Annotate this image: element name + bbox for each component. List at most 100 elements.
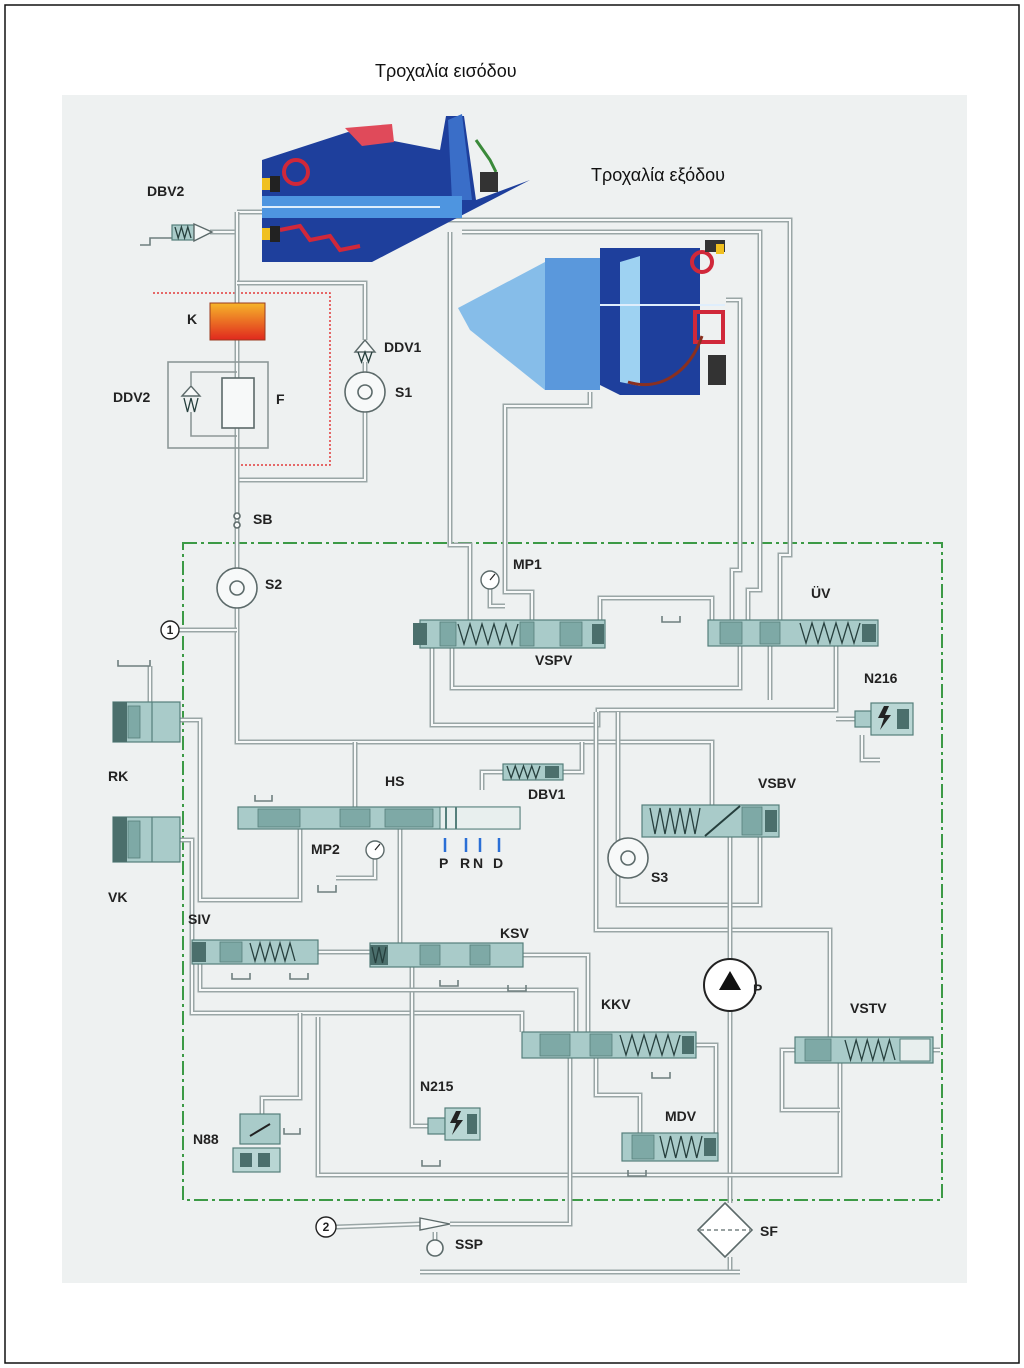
hydraulic-line <box>617 712 761 906</box>
pump-triangle-icon <box>719 971 741 990</box>
hydraulic-line <box>317 1017 841 1176</box>
hydraulic-line <box>336 859 376 879</box>
hydraulic-line <box>180 839 523 1032</box>
mp2-gauge <box>317 840 385 893</box>
n88-solenoid-valve <box>232 1113 301 1173</box>
marker-2-text: 2 <box>323 1220 330 1234</box>
label-f: F <box>276 391 285 407</box>
hydraulic-line <box>180 719 301 901</box>
label-dbv2: DBV2 <box>147 183 185 199</box>
spring <box>619 1032 681 1058</box>
hydraulic-line <box>489 589 505 607</box>
output-pulley-title: Τροχαλία εξόδου <box>591 165 725 185</box>
filter-f <box>221 377 255 429</box>
label-s3: S3 <box>651 869 668 885</box>
control-unit-boundary <box>182 542 943 1201</box>
input-pulley-title: Τροχαλία εισόδου <box>375 61 517 81</box>
mp1-gauge <box>480 570 500 590</box>
output-pulley <box>458 240 726 395</box>
label-n216: N216 <box>864 670 898 686</box>
spring <box>357 350 373 364</box>
vk-clutch <box>112 816 181 863</box>
kkv-valve <box>521 1031 697 1079</box>
vspv-valve <box>413 619 606 649</box>
label-ddv2: DDV2 <box>113 389 151 405</box>
selector-r: R <box>460 855 470 871</box>
rk-clutch <box>112 660 181 743</box>
hydraulic-line <box>446 219 791 620</box>
s2-strainer <box>216 567 258 609</box>
ksv-valve <box>369 942 527 992</box>
label-hs: HS <box>385 773 404 789</box>
connection-marker-2: 2 <box>315 1216 337 1238</box>
hydraulic-line <box>261 1013 301 1114</box>
pump-p <box>703 958 757 1012</box>
hydraulic-line <box>236 608 713 805</box>
spring <box>249 940 296 964</box>
selector-d: D <box>493 855 503 871</box>
label-ddv1: DDV1 <box>384 339 422 355</box>
spring <box>183 397 199 413</box>
hydraulic-lines <box>147 209 940 1275</box>
s3-strainer <box>607 837 649 879</box>
hydraulic-line <box>237 412 366 481</box>
spring <box>174 224 192 241</box>
lightning-icon <box>878 706 891 730</box>
ddv1-valve <box>353 338 377 364</box>
hydraulic-line <box>563 742 583 773</box>
marker-1-text: 1 <box>167 623 174 637</box>
label-vstv: VSTV <box>850 1000 887 1016</box>
spring <box>799 620 861 646</box>
spring <box>659 1135 703 1159</box>
uv-valve <box>661 616 879 647</box>
hydraulic-line <box>481 771 503 790</box>
hydraulic-line <box>599 597 713 620</box>
label-mp1: MP1 <box>513 556 542 572</box>
hydraulic-line <box>595 1058 641 1133</box>
hydraulic-line <box>237 282 366 340</box>
label-siv: SIV <box>188 911 211 927</box>
label-kkv: KKV <box>601 996 631 1012</box>
vstv-valve <box>794 1036 934 1064</box>
hydraulic-line <box>595 712 831 1037</box>
spring <box>371 946 387 964</box>
label-s1: S1 <box>395 384 412 400</box>
selector-n: N <box>473 855 483 871</box>
s1-strainer <box>344 371 386 413</box>
label-k: K <box>187 311 197 327</box>
hydraulic-line <box>696 1044 717 1133</box>
cooler-k <box>209 302 266 341</box>
n215-solenoid-valve <box>421 1107 481 1167</box>
siv-valve <box>191 939 319 980</box>
selector-p: P <box>439 855 448 871</box>
hydraulic-line <box>451 646 741 689</box>
spring <box>649 807 701 835</box>
hydraulic-line <box>462 231 761 620</box>
ssp-suction-jet-pump <box>419 1217 451 1257</box>
label-p: P <box>753 981 762 997</box>
hydraulic-line <box>449 232 471 620</box>
hydraulic-line <box>523 954 589 1032</box>
ddv2-filter-assembly <box>167 361 269 449</box>
selector-position-marks: P R N D <box>439 838 503 871</box>
label-n88: N88 <box>193 1131 219 1147</box>
mdv-valve <box>621 1132 719 1177</box>
cooler-circuit-boundary <box>153 292 331 466</box>
spring <box>457 621 519 647</box>
connection-marker-1: 1 <box>160 620 180 640</box>
dbv2-valve <box>140 222 214 246</box>
spring <box>844 1037 896 1063</box>
label-ksv: KSV <box>500 925 529 941</box>
vsbv-valve <box>641 804 780 838</box>
label-rk: RK <box>108 768 128 784</box>
label-sf: SF <box>760 1223 778 1239</box>
hydraulic-line <box>781 1049 840 1111</box>
label-uv: ÜV <box>811 585 831 601</box>
hydraulic-line <box>411 967 428 1127</box>
label-vsbv: VSBV <box>758 775 797 791</box>
hydraulic-line <box>726 299 741 620</box>
label-s2: S2 <box>265 576 282 592</box>
sb-restrictor <box>233 512 241 529</box>
label-mdv: MDV <box>665 1108 697 1124</box>
hydraulic-line <box>199 964 577 1032</box>
